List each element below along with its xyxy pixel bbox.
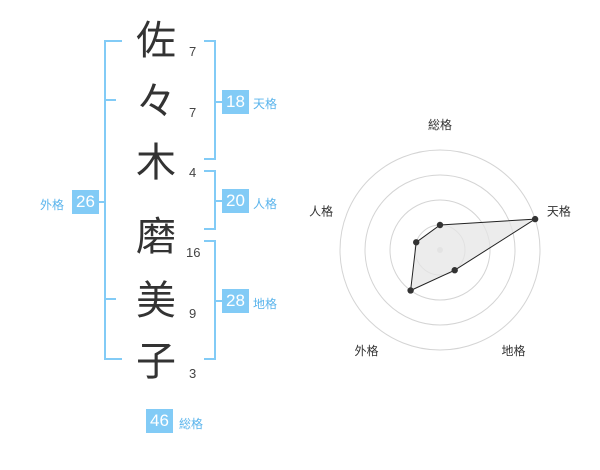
gaikaku-bracket	[104, 40, 106, 360]
gaikaku-label: 外格	[40, 198, 65, 212]
gaikaku-value: 26	[72, 190, 99, 214]
radar-axis-label-4: 外格	[355, 343, 379, 358]
chikaku-value: 28	[222, 289, 249, 313]
gaikaku-bracket-top	[104, 40, 122, 42]
radar-ring-2	[389, 199, 491, 301]
stroke-count-1: 7	[189, 44, 197, 59]
radar-axis-label-5: 人格	[309, 203, 333, 218]
radar-point-1	[436, 221, 444, 229]
stroke-count-5: 9	[189, 306, 197, 321]
tenkaku-label: 天格	[253, 97, 278, 111]
radar-axis-label-3: 地格	[501, 343, 525, 358]
jinkaku-label: 人格	[253, 197, 278, 211]
radar-point-3	[451, 267, 458, 274]
name-char-2: 々	[136, 79, 176, 125]
radar-ring-4	[339, 149, 541, 351]
jinkaku-bracket-top	[204, 170, 216, 172]
radar-points	[407, 215, 539, 294]
chikaku-label: 地格	[253, 297, 278, 311]
gaikaku-bracket-bottom	[104, 358, 122, 360]
gaikaku-connector	[98, 201, 106, 203]
tenkaku-bracket-top	[204, 40, 216, 42]
chikaku-bracket-bottom	[204, 358, 216, 360]
radar-point-5	[413, 239, 420, 246]
jinkaku-value: 20	[222, 189, 249, 213]
radar-point-4	[407, 287, 414, 294]
name-char-1: 佐	[136, 18, 176, 64]
name-char-4: 磨	[136, 214, 176, 260]
radar-axis-label-2: 天格	[547, 203, 571, 218]
stroke-count-2: 7	[189, 105, 197, 120]
radar-ring-3	[364, 174, 516, 326]
gaikaku-tick-1	[104, 99, 116, 101]
jinkaku-connector	[214, 200, 222, 202]
stroke-count-4: 16	[186, 245, 201, 260]
tenkaku-connector	[214, 101, 222, 103]
jinkaku-bracket-bottom	[204, 228, 216, 230]
chikaku-connector	[214, 300, 222, 302]
radar-area	[410, 218, 536, 292]
tenkaku-bracket	[214, 40, 216, 160]
soukaku-value: 46	[146, 409, 173, 433]
stroke-count-3: 4	[189, 165, 197, 180]
tenkaku-bracket-bottom	[204, 158, 216, 160]
radar-axis-label-1: 総格	[428, 117, 452, 132]
soukaku-label: 総格	[179, 417, 204, 431]
tenkaku-value: 18	[222, 90, 249, 114]
stroke-count-6: 3	[189, 366, 197, 381]
name-char-3: 木	[136, 140, 176, 186]
gaikaku-tick-2	[104, 298, 116, 300]
radar-point-2	[531, 215, 539, 223]
name-char-5: 美	[136, 278, 176, 324]
name-char-6: 子	[136, 339, 176, 385]
chikaku-bracket-top	[204, 240, 216, 242]
